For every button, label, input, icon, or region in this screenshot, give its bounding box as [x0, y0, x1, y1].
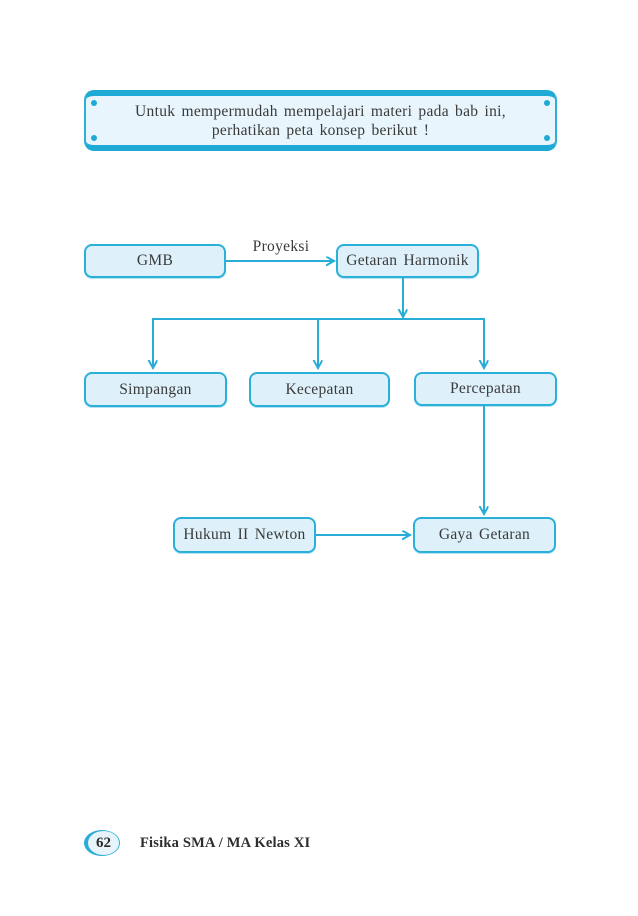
corner-dot [91, 100, 97, 106]
node-kecepatan: Kecepatan [249, 372, 390, 407]
page-number-badge: 62 [84, 830, 120, 856]
page-number-badge-fill [88, 831, 119, 855]
node-percepatan: Percepatan [414, 372, 557, 406]
node-hukum-ii-newton: Hukum II Newton [173, 517, 316, 553]
node-getaran-harmonik: Getaran Harmonik [336, 244, 479, 278]
corner-dot [544, 100, 550, 106]
book-title: Fisika SMA / MA Kelas XI [140, 835, 311, 851]
page-number: 62 [96, 834, 111, 851]
corner-dot [544, 135, 550, 141]
node-gaya-getaran: Gaya Getaran [413, 517, 556, 553]
node-simpangan: Simpangan [84, 372, 227, 407]
node-gmb: GMB [84, 244, 226, 278]
concept-map-callout: Untuk mempermudah mempelajari materi pad… [84, 90, 557, 151]
callout-line-2: perhatikan peta konsep berikut ! [211, 121, 430, 139]
corner-dot [91, 135, 97, 141]
edge-label-proyeksi: Proyeksi [252, 238, 310, 255]
callout-line-1: Untuk mempermudah mempelajari materi pad… [135, 102, 506, 120]
